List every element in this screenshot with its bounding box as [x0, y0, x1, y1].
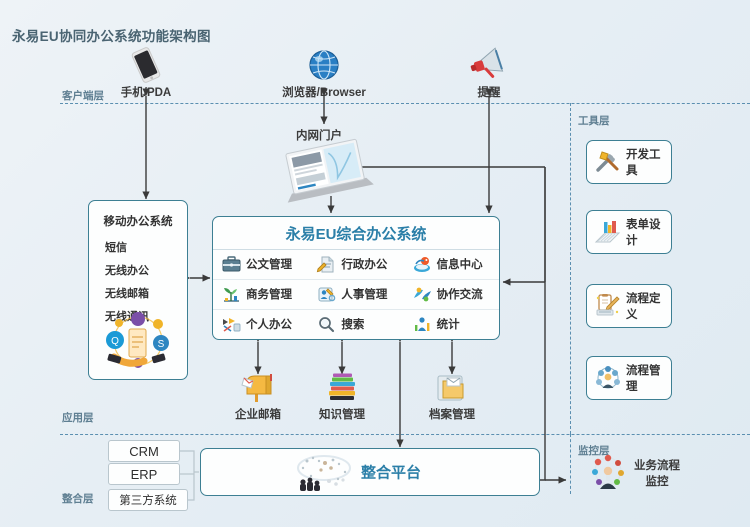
client-node-reminder[interactable]: 提醒	[455, 47, 523, 100]
module-geren-bangong[interactable]: 个人办公	[213, 309, 308, 339]
layer-label-client: 客户端层	[62, 90, 104, 102]
tools-layer-divider	[570, 103, 571, 434]
wrench-hammer-icon	[595, 150, 621, 174]
layer-label-integration: 整合层	[62, 493, 94, 505]
app-node-archive[interactable]: 档案管理	[420, 372, 484, 422]
main-system-title: 永易EU综合办公系统	[213, 217, 499, 250]
megaphone-icon	[469, 47, 509, 82]
tool-label: 流程定义	[626, 293, 661, 321]
application-layer-divider	[60, 434, 750, 435]
mailbox-icon	[240, 372, 276, 404]
module-shangwu-guanli[interactable]: 商务管理	[213, 279, 308, 309]
module-label: 商务管理	[246, 289, 292, 301]
svg-text:S: S	[158, 339, 165, 350]
layer-label-tools: 工具层	[578, 115, 610, 127]
client-node-phone[interactable]: 手机/PDA	[110, 47, 182, 100]
document-pen-icon	[317, 256, 336, 273]
collaboration-icon	[413, 286, 432, 303]
module-sousuo[interactable]: 搜索	[308, 309, 403, 339]
clipboard-pen-icon	[595, 294, 621, 318]
portal-node[interactable]	[278, 138, 374, 203]
main-system-box[interactable]: 永易EU综合办公系统 公文管理 行政办公 信息中心	[212, 216, 500, 340]
layer-label-application: 应用层	[62, 412, 94, 424]
client-node-browser[interactable]: 浏览器/Browser	[275, 48, 373, 100]
module-xiezuo-jiaoliu[interactable]: 协作交流	[404, 279, 499, 309]
integration-platform-label: 整合平台	[361, 464, 422, 482]
module-tongji[interactable]: 统计	[404, 309, 499, 339]
crowd-network-icon	[291, 452, 357, 492]
chart-plant-icon	[222, 286, 241, 303]
module-gongwen-guanli[interactable]: 公文管理	[213, 249, 308, 279]
tool-label: 表单设计	[626, 219, 661, 247]
app-node-enterprise-mail[interactable]: 企业邮箱	[226, 372, 290, 422]
tool-button-dev[interactable]: 开发工具	[586, 140, 672, 184]
smartphone-icon	[126, 47, 166, 83]
laptop-portal-icon	[278, 138, 374, 203]
form-design-icon	[594, 220, 621, 244]
list-item: 无线邮箱	[105, 288, 149, 300]
module-label: 人事管理	[341, 289, 388, 301]
briefcase-icon	[222, 255, 241, 273]
module-label: 协作交流	[436, 289, 483, 301]
tool-button-form-design[interactable]: 表单设计	[586, 210, 672, 254]
layer-label-monitor: 监控层	[578, 445, 610, 457]
mobile-office-title: 移动办公系统	[103, 216, 173, 228]
archive-folder-icon	[434, 372, 470, 404]
app-label: 知识管理	[319, 409, 365, 421]
tool-label: 流程管理	[626, 365, 661, 393]
process-people-icon	[595, 366, 621, 390]
module-label: 行政办公	[341, 259, 388, 271]
list-item: 短信	[105, 242, 127, 254]
monitor-label-line1: 业务流程	[634, 460, 680, 472]
module-xingzheng-bangong[interactable]: 行政办公	[308, 249, 403, 279]
list-item: 无线办公	[105, 265, 149, 277]
app-node-knowledge[interactable]: 知识管理	[310, 372, 374, 422]
personal-desk-icon	[222, 316, 241, 333]
integration-system-crm[interactable]: CRM	[108, 440, 180, 462]
monitor-layer-divider	[570, 434, 571, 494]
people-gear-icon	[317, 286, 336, 303]
integration-platform-box[interactable]: 整合平台	[200, 448, 540, 496]
client-label-browser: 浏览器/Browser	[282, 87, 366, 99]
monitor-people-icon	[588, 454, 628, 491]
books-icon	[324, 372, 360, 404]
globe-icon	[307, 48, 341, 82]
monitor-node[interactable]: 业务流程 监控	[588, 454, 680, 491]
module-renshi-guanli[interactable]: 人事管理	[308, 279, 403, 309]
tool-button-process-define[interactable]: 流程定义	[586, 284, 672, 328]
integration-system-third-party[interactable]: 第三方系统	[108, 489, 188, 511]
magnifier-icon	[317, 316, 336, 333]
mobile-payment-icon: Q S	[102, 312, 174, 371]
mobile-office-panel[interactable]: 移动办公系统 短信 无线办公 无线邮箱 无线通讯 Q S	[88, 200, 188, 380]
svg-text:Q: Q	[111, 336, 119, 347]
client-layer-divider	[60, 103, 750, 104]
monitor-label-line2: 监控	[645, 476, 669, 488]
tool-label: 开发工具	[626, 149, 661, 177]
portal-label: 内网门户	[296, 130, 342, 142]
info-bird-icon	[413, 256, 432, 273]
client-label-reminder: 提醒	[477, 87, 501, 99]
module-label: 统计	[436, 319, 460, 331]
app-label: 档案管理	[429, 409, 475, 421]
module-label: 个人办公	[246, 319, 292, 331]
tool-button-process-manage[interactable]: 流程管理	[586, 356, 672, 400]
integration-system-erp[interactable]: ERP	[108, 463, 180, 485]
client-label-phone: 手机/PDA	[120, 87, 172, 99]
app-label: 企业邮箱	[235, 409, 281, 421]
module-label: 搜索	[341, 319, 365, 331]
module-xinxi-zhongxin[interactable]: 信息中心	[404, 249, 499, 279]
module-label: 公文管理	[246, 259, 292, 271]
module-label: 信息中心	[436, 259, 483, 271]
page-title: 永易EU协同办公系统功能架构图	[12, 29, 211, 44]
statistics-icon	[413, 316, 432, 333]
